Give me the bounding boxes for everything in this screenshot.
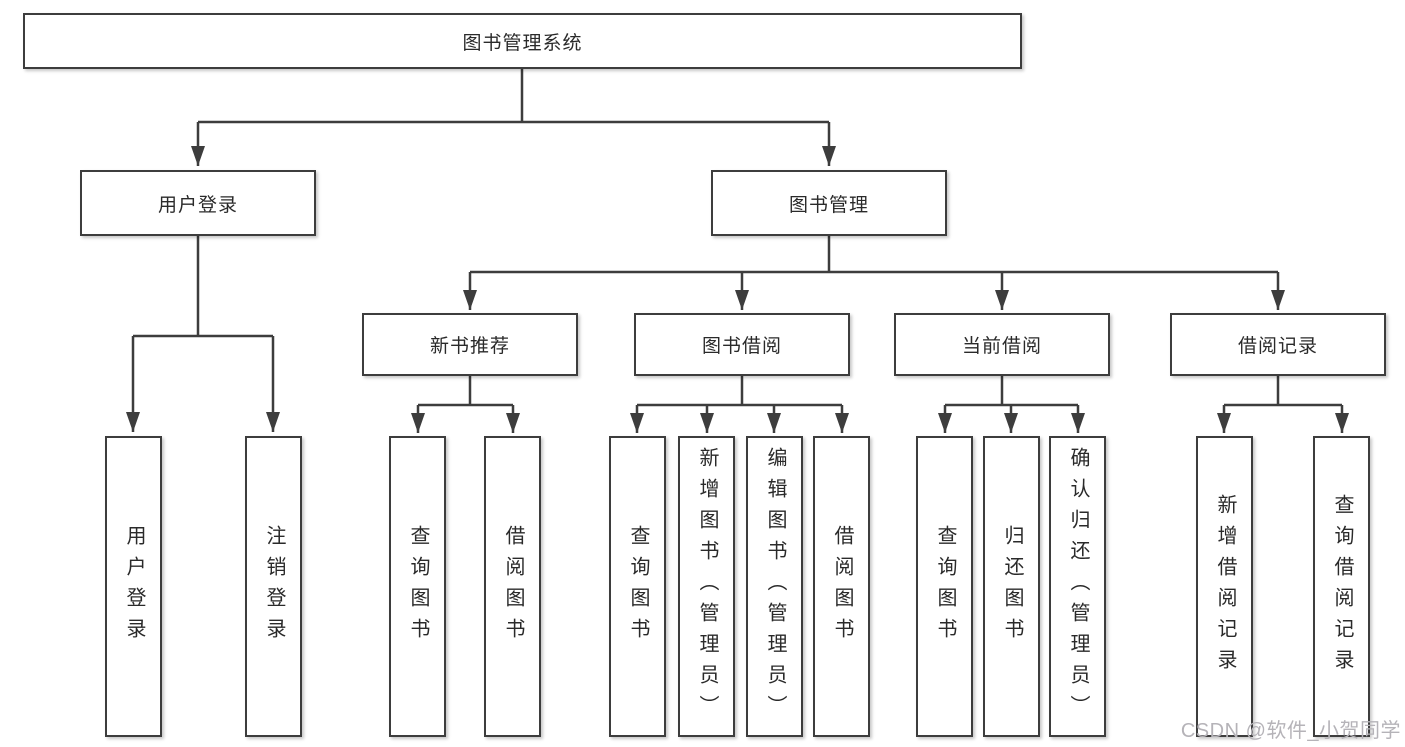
leaf-br-add-record-label: 新增借阅记录 bbox=[1214, 493, 1236, 680]
node-new-book-recommend: 新书推荐 bbox=[362, 313, 578, 376]
node-borrow-records-label: 借阅记录 bbox=[1237, 336, 1318, 357]
leaf-nb-borrow-books: 借阅图书 bbox=[484, 436, 541, 737]
node-book-borrow-label: 图书借阅 bbox=[701, 336, 782, 357]
leaf-br-add-record: 新增借阅记录 bbox=[1196, 436, 1253, 737]
leaf-nb-query-books-label: 查询图书 bbox=[407, 524, 429, 649]
leaf-bb-borrow-books: 借阅图书 bbox=[813, 436, 870, 737]
leaf-nb-borrow-books-label: 借阅图书 bbox=[502, 524, 524, 649]
leaf-cb-confirm-return-admin-label: 确认归还（管理员） bbox=[1067, 447, 1089, 726]
leaf-bb-edit-books-admin: 编辑图书（管理员） bbox=[746, 436, 803, 737]
leaf-user-login-label: 用户登录 bbox=[123, 524, 145, 649]
leaf-br-query-record-label: 查询借阅记录 bbox=[1331, 493, 1353, 680]
leaf-user-login: 用户登录 bbox=[105, 436, 162, 737]
node-system-root-label: 图书管理系统 bbox=[462, 32, 583, 54]
node-book-management-label: 图书管理 bbox=[788, 194, 869, 216]
leaf-cb-return-books: 归还图书 bbox=[983, 436, 1040, 737]
node-borrow-records: 借阅记录 bbox=[1170, 313, 1386, 376]
leaf-bb-query-books: 查询图书 bbox=[609, 436, 666, 737]
leaf-cb-confirm-return-admin: 确认归还（管理员） bbox=[1049, 436, 1106, 737]
node-book-management: 图书管理 bbox=[711, 170, 947, 236]
node-current-borrow-label: 当前借阅 bbox=[961, 336, 1042, 357]
node-user-login-branch-label: 用户登录 bbox=[157, 194, 238, 216]
leaf-bb-add-books-admin: 新增图书（管理员） bbox=[678, 436, 735, 737]
node-new-book-recommend-label: 新书推荐 bbox=[429, 336, 510, 357]
leaf-cb-return-books-label: 归还图书 bbox=[1001, 524, 1023, 649]
leaf-br-query-record: 查询借阅记录 bbox=[1313, 436, 1370, 737]
node-current-borrow: 当前借阅 bbox=[894, 313, 1110, 376]
csdn-watermark: CSDN @软件_小贺同学 bbox=[1180, 720, 1401, 742]
leaf-logout: 注销登录 bbox=[245, 436, 302, 737]
leaf-cb-query-books-label: 查询图书 bbox=[934, 524, 956, 649]
leaf-nb-query-books: 查询图书 bbox=[389, 436, 446, 737]
node-system-root: 图书管理系统 bbox=[23, 13, 1022, 69]
leaf-bb-query-books-label: 查询图书 bbox=[627, 524, 649, 649]
leaf-logout-label: 注销登录 bbox=[263, 524, 285, 649]
leaf-bb-borrow-books-label: 借阅图书 bbox=[831, 524, 853, 649]
leaf-cb-query-books: 查询图书 bbox=[916, 436, 973, 737]
node-user-login-branch: 用户登录 bbox=[80, 170, 316, 236]
node-book-borrow: 图书借阅 bbox=[634, 313, 850, 376]
leaf-bb-add-books-admin-label: 新增图书（管理员） bbox=[696, 447, 718, 726]
leaf-bb-edit-books-admin-label: 编辑图书（管理员） bbox=[764, 447, 786, 726]
